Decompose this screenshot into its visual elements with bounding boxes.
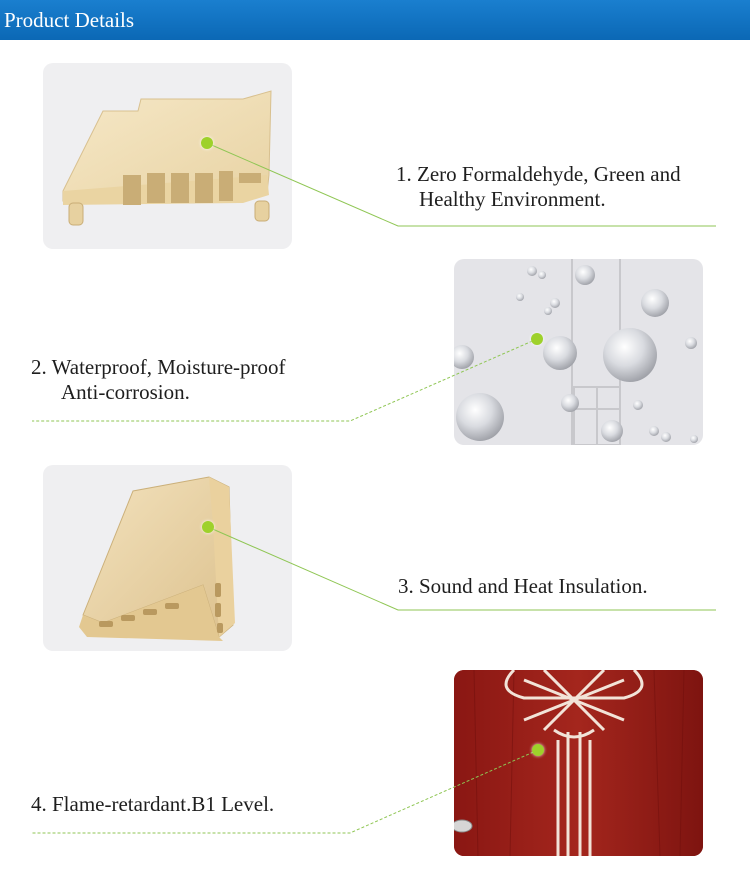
feature-2-line-1: 2. Waterproof, Moisture-proof — [31, 355, 286, 379]
architrave-profile-image — [43, 465, 292, 651]
callout-dot-1 — [201, 137, 213, 149]
feature-2-line-2: Anti-corrosion. — [61, 380, 190, 404]
callout-dot-3 — [202, 521, 214, 533]
feature-1-line-1: 1. Zero Formaldehyde, Green and — [396, 162, 681, 186]
red-door-drawing — [454, 670, 703, 856]
callout-dot-4 — [532, 744, 544, 756]
feature-zero-formaldehyde: 1. Zero Formaldehyde, Green and Healthy … — [396, 162, 681, 212]
page-header: Product Details — [0, 0, 750, 40]
water-droplets-drawing — [454, 259, 698, 445]
feature-3-line-1: 3. Sound and Heat Insulation. — [398, 574, 648, 598]
door-frame-profile-image — [43, 63, 292, 249]
architrave-profile-drawing — [79, 476, 235, 641]
feature-sound-heat-insulation: 3. Sound and Heat Insulation. — [398, 574, 648, 599]
waterproof-droplets-image — [454, 259, 703, 445]
feature-4-line-1: 4. Flame-retardant.B1 Level. — [31, 792, 275, 816]
callout-dot-2 — [531, 333, 543, 345]
page-title: Product Details — [4, 8, 135, 32]
door-frame-profile-drawing — [62, 90, 272, 226]
feature-waterproof: 2. Waterproof, Moisture-proof Anti-corro… — [31, 355, 286, 405]
feature-flame-retardant: 4. Flame-retardant.B1 Level. — [31, 792, 274, 817]
feature-1-line-2: Healthy Environment. — [419, 187, 606, 211]
red-wood-door-image — [454, 670, 703, 856]
